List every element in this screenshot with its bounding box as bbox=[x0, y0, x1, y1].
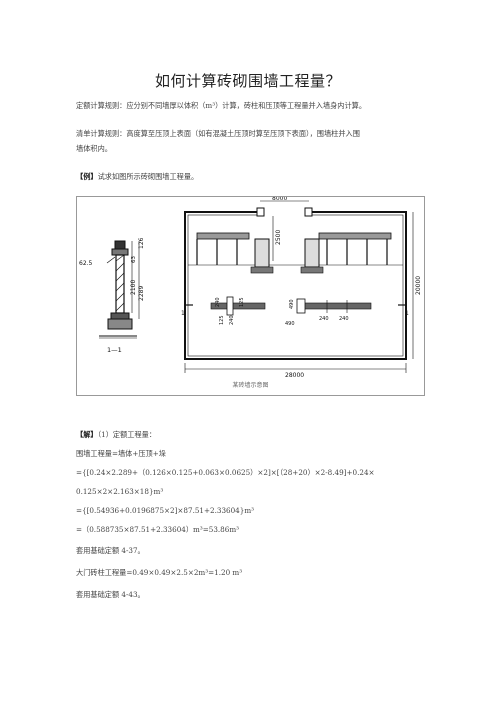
label-20000: 20000 bbox=[415, 276, 422, 295]
marker-1-right: 1 bbox=[405, 310, 409, 317]
label-126: 126 bbox=[138, 237, 145, 249]
example-line: 【例】试求如图所示砖砌围墙工程量。 bbox=[76, 169, 426, 184]
solution-heading: （1）定额工程量： bbox=[97, 430, 157, 439]
list-rule-line-2: 墙体积内。 bbox=[76, 144, 112, 153]
formula-intro: 围墙工程量=墙体+压顶+垛 bbox=[76, 449, 166, 458]
label-2500: 2500 bbox=[275, 230, 282, 245]
label-490-a: 490 bbox=[289, 299, 295, 309]
section-label: 1—1 bbox=[107, 346, 122, 354]
label-8000: 8000 bbox=[272, 197, 287, 202]
solution-line: 【解】（1）定额工程量： bbox=[76, 427, 426, 442]
label-2289: 2289 bbox=[138, 286, 145, 301]
formula-line-4: =（0.588735×87.51+2.33604）m³=53.86m³ bbox=[76, 525, 240, 534]
apply-quota-1: 套用基础定额 4-37。 bbox=[76, 546, 145, 555]
formula-line-3: ={[0.54936+0.0196875×2]×87.51+2.33604}m³ bbox=[76, 506, 255, 515]
marker-1-left: 1 bbox=[181, 310, 185, 317]
formula-line-1: ={[0.24×2.289+（0.126×0.125+0.063×0.0625）… bbox=[76, 468, 375, 477]
apply-quota-2: 套用基础定额 4-43。 bbox=[76, 590, 145, 599]
solution-prefix: 【解】 bbox=[76, 430, 98, 439]
footing-2 bbox=[107, 318, 133, 330]
example-text: 试求如图所示砖砌围墙工程量。 bbox=[97, 172, 199, 181]
label-240-b: 240 bbox=[229, 315, 235, 325]
cap-top bbox=[114, 240, 126, 250]
wall-diagram: 62.5 126 63 2100 2289 1—1 bbox=[79, 197, 422, 379]
gate-pillar-calc: 大门砖柱工程量=0.49×0.49×2.5×2m³=1.20 m³ bbox=[76, 568, 243, 577]
quota-rule-paragraph: 定额计算规则：应分别不同墙厚以体积（m³）计算，砖柱和压顶等工程量并入墙身内计算… bbox=[76, 101, 367, 110]
page-title: 如何计算砖砌围墙工程量？ bbox=[154, 72, 341, 90]
label-240-c: 240 bbox=[319, 316, 329, 322]
figure-caption: 某砖墙示意图 bbox=[232, 382, 269, 389]
footing-1 bbox=[110, 312, 130, 320]
label-62-5: 62.5 bbox=[79, 260, 93, 267]
label-125-b: 125 bbox=[219, 315, 225, 325]
label-240-a: 240 bbox=[215, 297, 221, 307]
formula-line-2: 0.125×2×2.163×18}m³ bbox=[76, 487, 164, 496]
label-240-d: 240 bbox=[339, 316, 349, 322]
example-prefix: 【例】 bbox=[76, 172, 98, 181]
label-125-a: 125 bbox=[239, 297, 245, 307]
label-2100: 2100 bbox=[130, 280, 137, 295]
label-490-b: 490 bbox=[285, 321, 295, 327]
wall-figure: 62.5 126 63 2100 2289 1—1 bbox=[76, 196, 425, 396]
section-view bbox=[99, 240, 140, 339]
label-63: 63 bbox=[131, 256, 137, 263]
list-rule-line-1: 清单计算规则：高度算至压顶上表面（如有混凝土压顶时算至压顶下表面），围墙柱并入围 bbox=[76, 129, 360, 138]
label-28000: 28000 bbox=[285, 372, 304, 379]
cap-ledge bbox=[111, 248, 129, 256]
plan-view bbox=[184, 200, 414, 373]
